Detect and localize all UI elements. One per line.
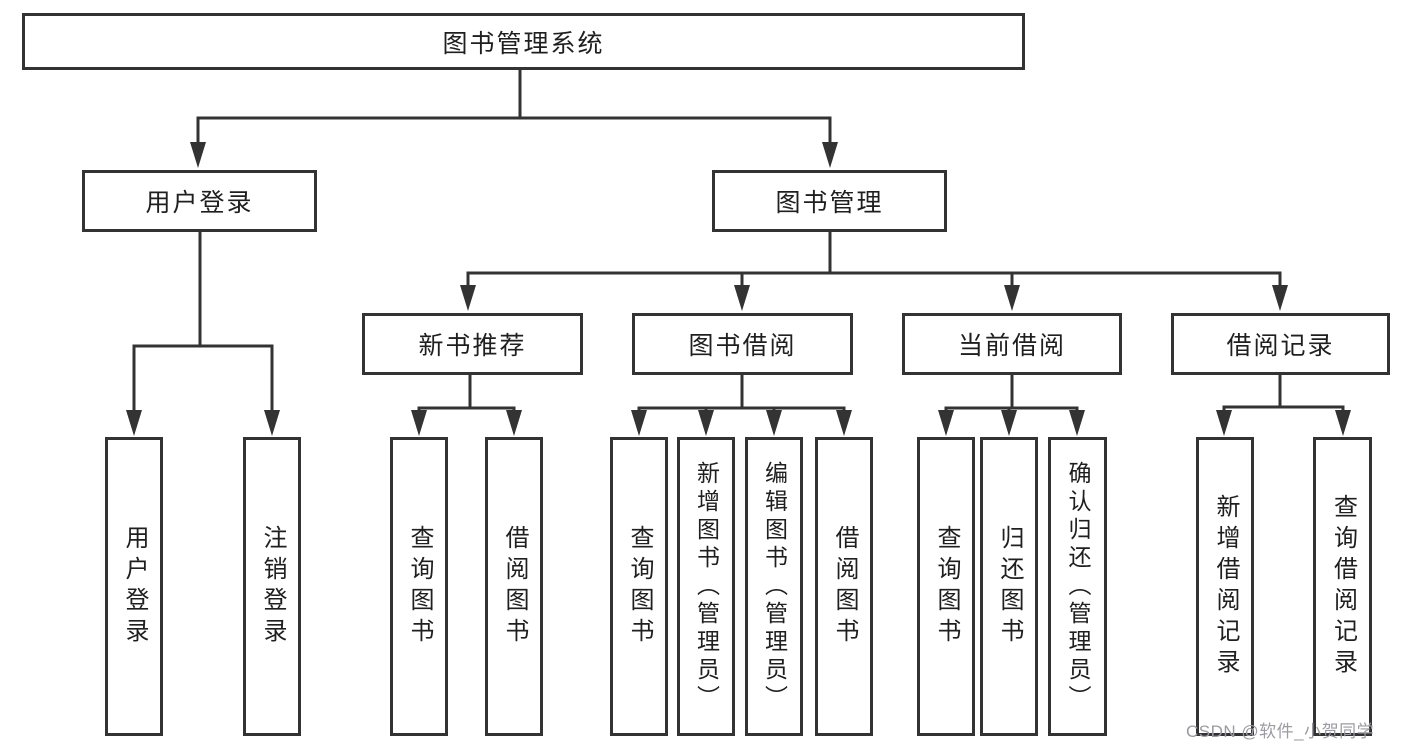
leaf-logout: 注销登录 <box>243 437 301 736</box>
leaf-query-book-current: 查询图书 <box>917 437 975 736</box>
arrowheads <box>126 142 1351 436</box>
leaf-query-borrow-record-label: 查询借阅记录 <box>1329 493 1357 680</box>
leaf-query-book-borrow: 查询图书 <box>610 437 668 736</box>
node-new-book-recommend-label: 新书推荐 <box>418 332 527 360</box>
leaf-query-book-borrow-label: 查询图书 <box>626 524 653 649</box>
leaf-return-book-label: 归还图书 <box>996 524 1023 649</box>
leaf-borrow-book: 借阅图书 <box>815 437 873 736</box>
leaf-edit-book-admin: 编辑图书（管理员） <box>745 437 803 736</box>
leaf-borrow-book-recommend: 借阅图书 <box>485 437 543 736</box>
leaf-borrow-book-recommend-label: 借阅图书 <box>501 524 528 649</box>
node-book-borrow-label: 图书借阅 <box>688 332 797 360</box>
node-new-book-recommend: 新书推荐 <box>362 313 583 375</box>
leaf-query-book-recommend: 查询图书 <box>390 437 448 736</box>
leaf-query-borrow-record: 查询借阅记录 <box>1313 437 1372 736</box>
node-user-login-label: 用户登录 <box>145 189 254 217</box>
leaf-borrow-book-label: 借阅图书 <box>831 524 858 649</box>
node-user-login: 用户登录 <box>82 170 317 232</box>
leaf-add-borrow-record: 新增借阅记录 <box>1196 437 1254 736</box>
leaf-add-book-admin-label: 新增图书（管理员） <box>693 460 720 713</box>
node-borrow-records: 借阅记录 <box>1171 313 1390 375</box>
node-current-borrow: 当前借阅 <box>902 313 1122 375</box>
leaf-query-book-recommend-label: 查询图书 <box>406 524 433 649</box>
node-borrow-records-label: 借阅记录 <box>1226 332 1335 360</box>
node-root-label: 图书管理系统 <box>442 29 605 58</box>
watermark: CSDN @软件_小贺同学 <box>1186 722 1375 741</box>
leaf-edit-book-admin-label: 编辑图书（管理员） <box>761 460 788 713</box>
leaf-confirm-return-admin: 确认归还（管理员） <box>1048 437 1107 736</box>
leaf-add-borrow-record-label: 新增借阅记录 <box>1212 493 1239 680</box>
node-root: 图书管理系统 <box>22 13 1025 70</box>
leaf-query-book-current-label: 查询图书 <box>933 524 960 649</box>
leaf-user-login: 用户登录 <box>105 437 163 736</box>
leaf-return-book: 归还图书 <box>980 437 1038 736</box>
leaf-logout-label: 注销登录 <box>259 524 286 649</box>
node-book-borrow: 图书借阅 <box>632 313 853 375</box>
leaf-add-book-admin: 新增图书（管理员） <box>677 437 735 736</box>
node-book-management-label: 图书管理 <box>775 189 884 217</box>
node-current-borrow-label: 当前借阅 <box>957 332 1066 360</box>
node-book-management: 图书管理 <box>712 170 947 232</box>
leaf-user-login-label: 用户登录 <box>121 524 148 649</box>
leaf-confirm-return-admin-label: 确认归还（管理员） <box>1065 460 1091 713</box>
